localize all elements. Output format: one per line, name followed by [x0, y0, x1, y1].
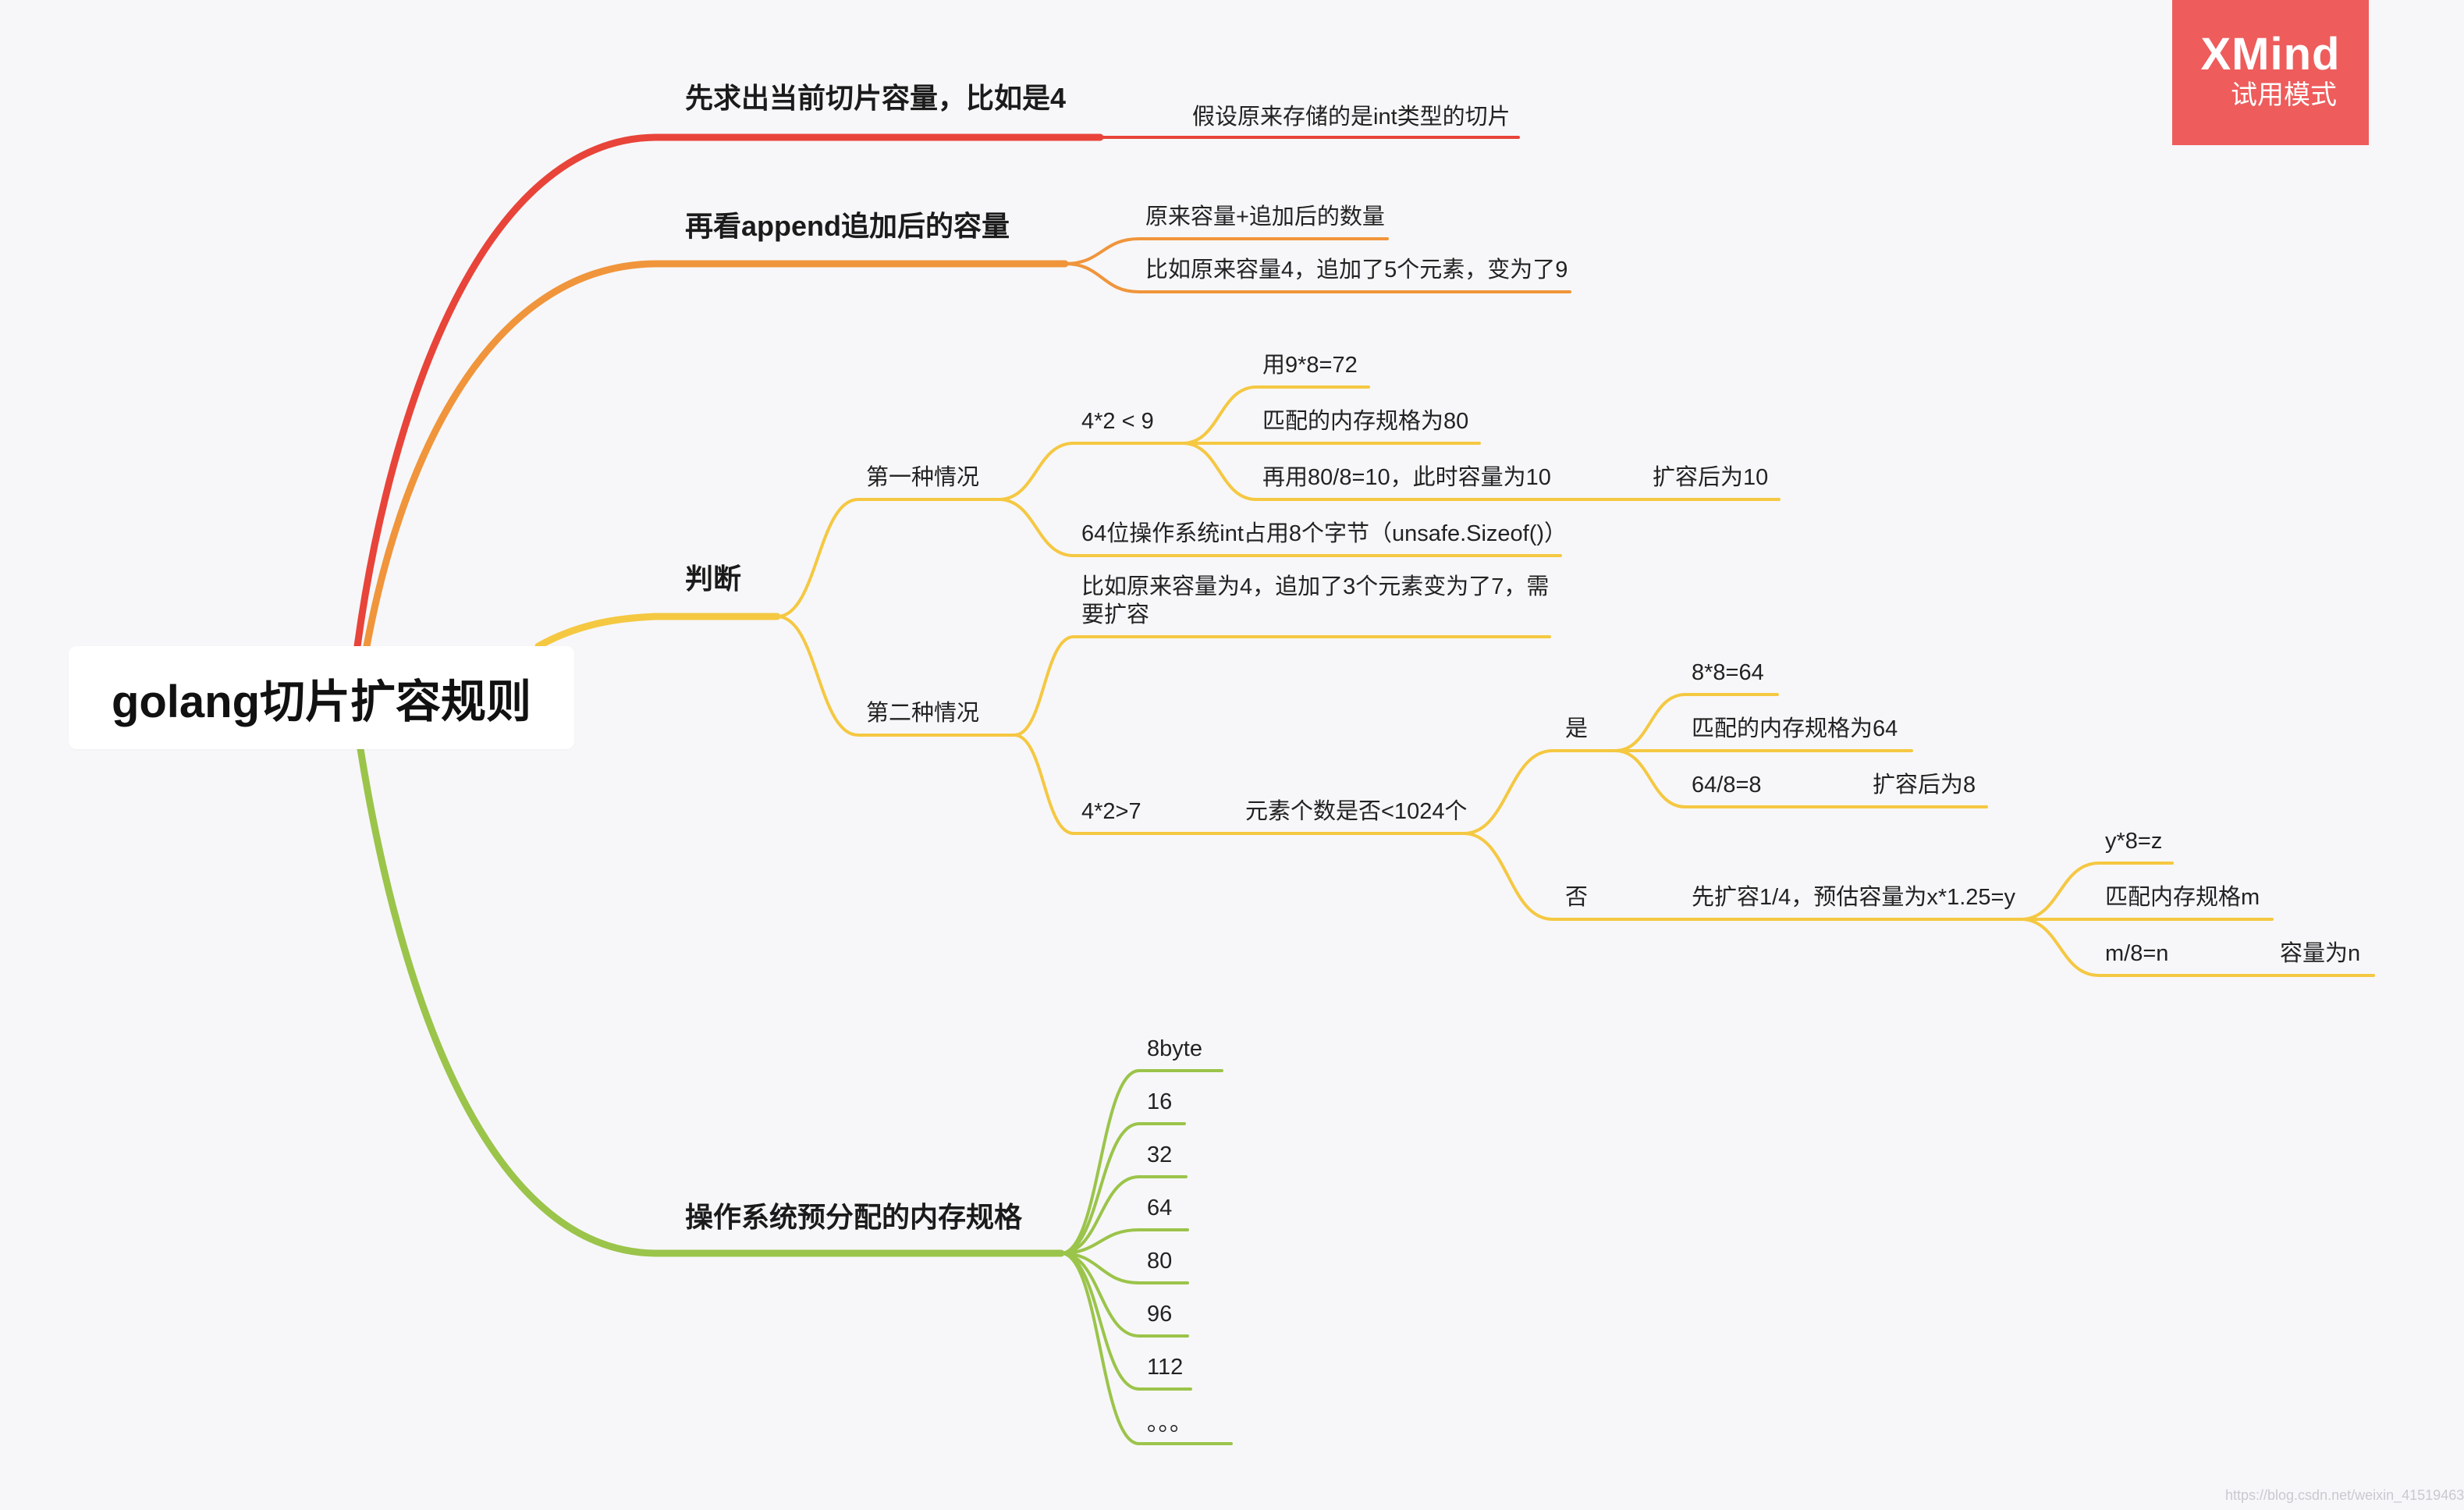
node-yes-result[interactable]: 扩容后为8: [1873, 773, 1976, 798]
line-step-1: [1181, 385, 1370, 445]
watermark: https://blog.csdn.net/weixin_41519463: [2225, 1487, 2464, 1503]
node-case-one[interactable]: 第一种情况: [866, 465, 980, 490]
node-size-16[interactable]: 16: [1147, 1089, 1173, 1114]
node-size-80[interactable]: 80: [1147, 1249, 1173, 1274]
xmind-trial-badge: XMind 试用模式: [2172, 0, 2369, 145]
branch-current-capacity[interactable]: 先求出当前切片容量，比如是4: [685, 82, 1067, 114]
node-capacity-sum[interactable]: 原来容量+追加后的数量: [1145, 204, 1385, 229]
line-size-4: [1060, 1252, 1189, 1284]
xmind-logo: XMind: [2200, 29, 2341, 80]
node-no-step[interactable]: 先扩容1/4，预估容量为x*1.25=y: [1692, 885, 2015, 910]
trial-mode-label: 试用模式: [2231, 80, 2337, 110]
line-size-5: [1060, 1252, 1189, 1338]
node-int-slice-note[interactable]: 假设原来存储的是int类型的切片: [1192, 105, 1511, 130]
node-yes-step-3[interactable]: 64/8=8: [1692, 773, 1762, 798]
node-append-example[interactable]: 比如原来容量4，追加了5个元素，变为了9: [1145, 258, 1568, 282]
line-no: [1462, 832, 1617, 921]
node-no-step-3[interactable]: m/8=n: [2105, 941, 2169, 966]
line-size-7: [1060, 1252, 1233, 1445]
node-case-two[interactable]: 第二种情况: [866, 701, 980, 726]
node-no-step-2[interactable]: 匹配内存规格m: [2105, 885, 2260, 910]
line-size-0: [1060, 1069, 1223, 1255]
line-yes-step-1: [1614, 693, 1779, 752]
trunk-branch-1: [353, 133, 1104, 650]
node-case-one-step-1[interactable]: 用9*8=72: [1262, 353, 1358, 378]
node-int-size-note[interactable]: 64位操作系统int占用8个字节（unsafe.Sizeof()）: [1081, 521, 1568, 546]
line-case-two: [776, 615, 1016, 737]
line-case-two-example: [1013, 635, 1551, 737]
line-no-step-3: [2019, 918, 2264, 977]
node-size-112[interactable]: 112: [1147, 1355, 1184, 1380]
trunk-branch-4: [357, 745, 1065, 1257]
line-yes: [1462, 749, 1617, 835]
node-size-32[interactable]: 32: [1147, 1142, 1173, 1167]
line-size-2: [1060, 1175, 1188, 1255]
trunk-branch-2: [363, 260, 1069, 650]
node-size-96[interactable]: 96: [1147, 1302, 1173, 1327]
node-case-one-result[interactable]: 扩容后为10: [1653, 465, 1769, 490]
node-case-one-condition[interactable]: 4*2 < 9: [1081, 409, 1154, 434]
root-topic[interactable]: golang切片扩容规则: [69, 646, 574, 749]
line-yes-step-3: [1614, 749, 1866, 808]
line-no-step-1: [2019, 862, 2174, 921]
line-case-one-cond: [997, 442, 1184, 501]
node-yes[interactable]: 是: [1565, 716, 1589, 741]
node-element-count-question[interactable]: 元素个数是否<1024个: [1245, 799, 1468, 824]
line-step-3: [1181, 442, 1640, 501]
line-capacity-sum: [1063, 237, 1389, 265]
line-append-example: [1063, 262, 1571, 293]
branch-memory-sizes[interactable]: 操作系统预分配的内存规格: [685, 1201, 1023, 1233]
node-size-8byte[interactable]: 8byte: [1147, 1036, 1202, 1061]
node-case-two-condition[interactable]: 4*2>7: [1081, 799, 1141, 824]
node-size-64[interactable]: 64: [1147, 1196, 1173, 1220]
node-case-one-step-2[interactable]: 匹配的内存规格为80: [1262, 409, 1469, 434]
node-yes-step-2[interactable]: 匹配的内存规格为64: [1692, 716, 1898, 741]
branch-judge[interactable]: 判断: [685, 563, 742, 595]
trunk-branch-3: [534, 613, 781, 650]
node-case-one-step-3[interactable]: 再用80/8=10，此时容量为10: [1262, 465, 1551, 490]
line-size-1: [1060, 1122, 1186, 1255]
node-no-result[interactable]: 容量为n: [2280, 941, 2361, 966]
line-case-one: [776, 498, 1000, 618]
line-int-size-note: [997, 498, 1562, 557]
node-yes-step-1[interactable]: 8*8=64: [1692, 660, 1764, 685]
line-size-3: [1060, 1228, 1189, 1255]
line-case-two-cond: [1013, 734, 1465, 835]
node-size-ellipsis[interactable]: 。。。: [1147, 1411, 1193, 1436]
branch-append-capacity[interactable]: 再看append追加后的容量: [685, 210, 1010, 242]
node-no[interactable]: 否: [1565, 885, 1589, 910]
node-no-step-1[interactable]: y*8=z: [2105, 829, 2163, 854]
node-case-two-example[interactable]: 比如原来容量为4，追加了3个元素变为了7，需要扩容: [1081, 574, 1550, 627]
